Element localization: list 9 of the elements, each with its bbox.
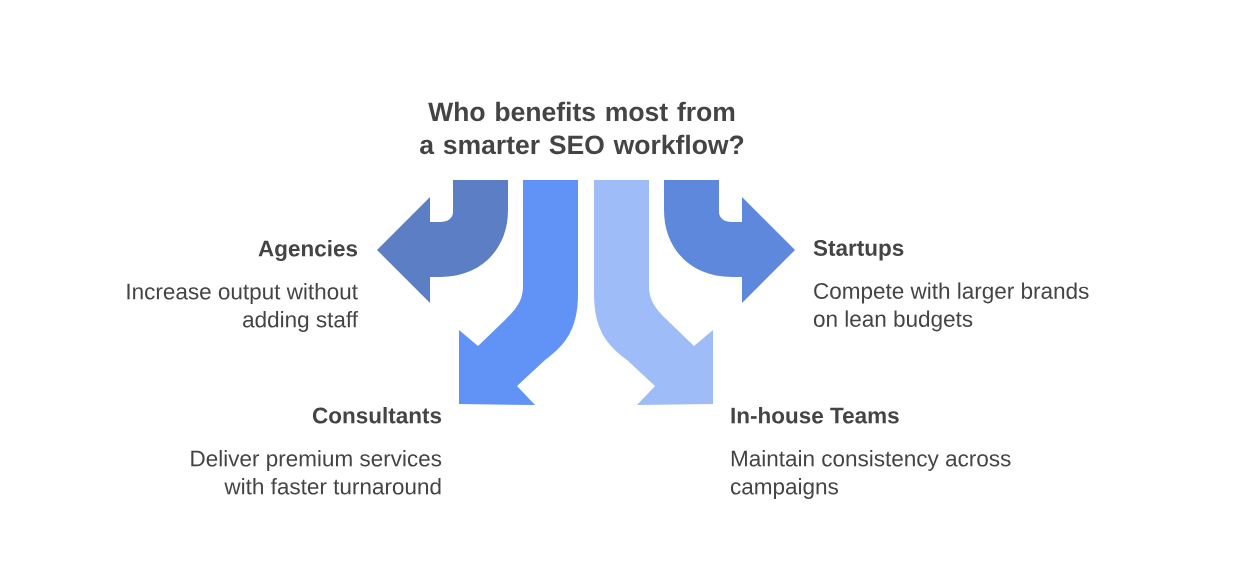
benefit-text: Agencies Increase output without adding staff <box>127 240 359 332</box>
curved-arrow <box>594 180 713 405</box>
title: Who benefits most from a smarter SEO workflow? <box>420 101 744 155</box>
benefit-text: In-house Teams Maintain consistency across campaigns <box>730 407 1011 499</box>
curved-arrow <box>664 180 795 303</box>
benefit-text: Startups Compete with larger brands on lean budgets <box>813 240 1089 332</box>
curved-arrow <box>377 180 508 303</box>
curved-arrow <box>459 180 578 405</box>
benefit-text: Consultants Deliver premium services with faster turnaround <box>191 407 442 495</box>
